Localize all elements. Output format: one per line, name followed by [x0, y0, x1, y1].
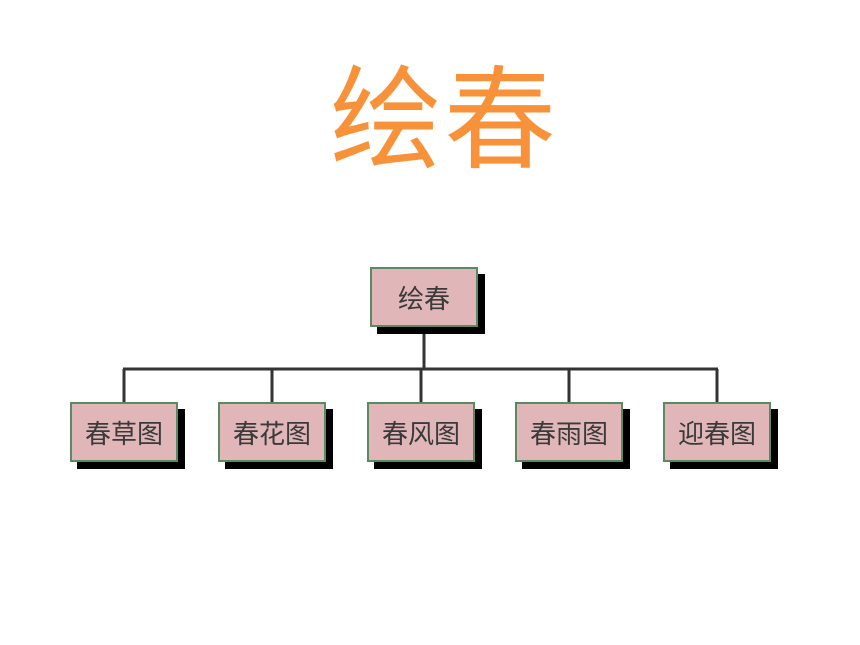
child-node-label: 春雨图: [529, 419, 608, 450]
child-node-label: 春风图: [381, 419, 460, 450]
child-node-4[interactable]: 春雨图: [515, 402, 623, 462]
page-title: 绘春: [330, 56, 558, 186]
child-node-2[interactable]: 春花图: [218, 402, 326, 462]
child-node-3[interactable]: 春风图: [367, 402, 475, 462]
child-node-label: 春草图: [84, 419, 163, 450]
child-node-5[interactable]: 迎春图: [663, 402, 771, 462]
child-node-label: 春花图: [232, 419, 311, 450]
root-node-label: 绘春: [397, 284, 450, 315]
child-node-1[interactable]: 春草图: [70, 402, 178, 462]
root-node[interactable]: 绘春: [370, 267, 478, 327]
child-node-label: 迎春图: [677, 419, 756, 450]
